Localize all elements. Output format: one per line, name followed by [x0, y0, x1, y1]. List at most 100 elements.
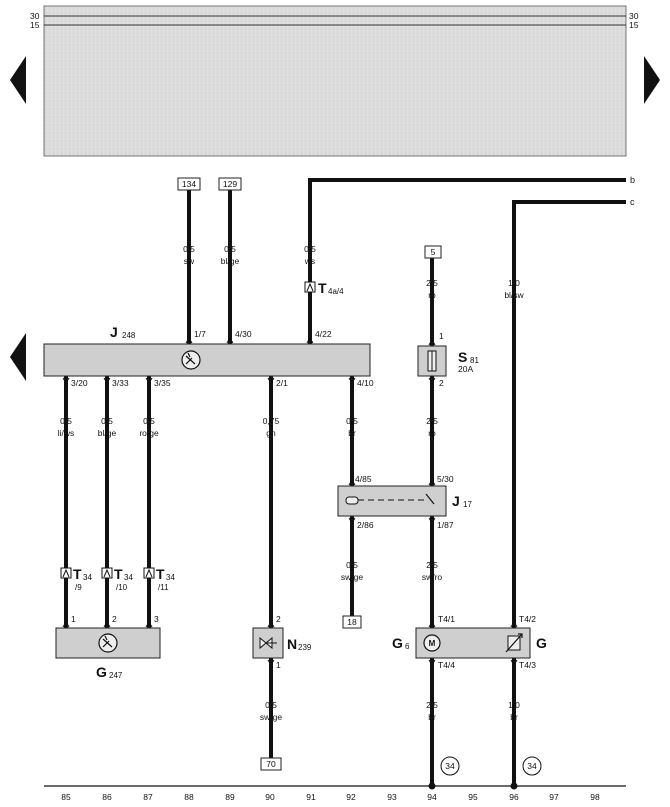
- svg-text:0,5: 0,5: [346, 416, 358, 426]
- ground-reference-34-b[interactable]: [522, 756, 542, 776]
- supply-label-15-left: 15: [30, 20, 40, 30]
- t34-9-letter: T: [73, 566, 82, 582]
- motor-icon-letter: M: [429, 639, 436, 648]
- output-label-c: c: [630, 197, 635, 207]
- svg-text:sw/ro: sw/ro: [422, 572, 443, 582]
- supply-panel: [43, 5, 627, 157]
- j17-pin-2-86: 2/86: [357, 520, 374, 530]
- reference-box-70[interactable]: [260, 757, 282, 771]
- wire-c: [512, 200, 626, 786]
- g6-pin-t4-1: T4/1: [438, 614, 455, 624]
- t34-10-num: 34: [124, 573, 133, 582]
- j17-number: 17: [463, 500, 472, 509]
- svg-text:2,5: 2,5: [426, 700, 438, 710]
- ground-reference-label: 34: [445, 761, 455, 771]
- pin-arrow-icon: [185, 337, 314, 344]
- ground-reference-34[interactable]: [440, 756, 460, 776]
- t34-11-letter: T: [156, 566, 165, 582]
- svg-text:0,5: 0,5: [265, 700, 277, 710]
- svg-text:bl/ge: bl/ge: [221, 256, 240, 266]
- wire-label: 0,5 ro/ge: [139, 416, 159, 438]
- j248-pin-2-1: 2/1: [276, 378, 288, 388]
- reference-label-5: 5: [431, 247, 436, 257]
- reference-label-70: 70: [266, 759, 276, 769]
- column-number: 91: [306, 792, 316, 802]
- j17-pin-5-30: 5/30: [437, 474, 454, 484]
- valve-n239[interactable]: [252, 627, 284, 659]
- ground-reference-label-b: 34: [527, 761, 537, 771]
- reference-box-129[interactable]: [218, 177, 242, 191]
- column-number: 96: [509, 792, 519, 802]
- svg-text:0,5: 0,5: [143, 416, 155, 426]
- g247-number: 247: [109, 671, 123, 680]
- s81-letter: S: [458, 349, 467, 365]
- wire-label: 0,5 br: [346, 416, 358, 438]
- wire-label: 0,5 sw/ge: [341, 560, 363, 582]
- column-number: 97: [549, 792, 559, 802]
- g6-pin-t4-4: T4/4: [438, 660, 455, 670]
- column-number: 94: [427, 792, 437, 802]
- wire-label: 0,5 sw/ge: [260, 700, 282, 722]
- svg-text:ws: ws: [304, 256, 315, 266]
- svg-text:ro: ro: [428, 428, 436, 438]
- svg-text:2,5: 2,5: [426, 278, 438, 288]
- previous-page-arrow-icon[interactable]: [10, 56, 26, 104]
- svg-text:0,5: 0,5: [224, 244, 236, 254]
- reference-label-129: 129: [223, 179, 237, 189]
- column-number: 88: [184, 792, 194, 802]
- g-pin-t4-2: T4/2: [519, 614, 536, 624]
- wire-label: 2,5 ro: [426, 278, 438, 300]
- supply-label-15-right: 15: [629, 20, 639, 30]
- supply-label-30-right: 30: [629, 11, 639, 21]
- t34-9-pin: /9: [75, 583, 82, 592]
- svg-text:sw/ge: sw/ge: [260, 712, 282, 722]
- g6-letter: G: [392, 635, 403, 651]
- wire-label: 0,5 li/ws: [58, 416, 75, 438]
- wire-label: 2,5 sw/ro: [422, 560, 443, 582]
- level-sender-arrow: [505, 633, 523, 653]
- connector-t4a-4: T 4a/4: [304, 280, 344, 296]
- wire-label: 1,0 br: [508, 700, 520, 722]
- reference-box-134[interactable]: [177, 177, 201, 191]
- column-numbers: 85 86 87 88 89 90 91 92 93 94 95 96 97 9…: [61, 792, 600, 802]
- s81-pin-2: 2: [439, 378, 444, 388]
- sensor-symbol-lines: [102, 635, 113, 648]
- g247-letter: G: [96, 664, 107, 680]
- column-number: 92: [346, 792, 356, 802]
- g247-pin-2: 2: [112, 614, 117, 624]
- svg-text:ro: ro: [428, 290, 436, 300]
- wire-b: [308, 178, 626, 344]
- next-page-arrow-icon[interactable]: [644, 56, 660, 104]
- svg-text:2,5: 2,5: [426, 416, 438, 426]
- n239-number: 239: [298, 643, 312, 652]
- n239-letter: N: [287, 636, 297, 652]
- control-unit-symbol-lines: [185, 352, 196, 365]
- svg-text:br: br: [428, 712, 436, 722]
- output-label-b: b: [630, 175, 635, 185]
- wire-label: 2,5 br: [426, 700, 438, 722]
- reference-box-5[interactable]: [424, 245, 442, 259]
- column-number: 90: [265, 792, 275, 802]
- connector-t34-10: T 34 /10: [101, 566, 133, 592]
- g6-number: 6: [405, 642, 410, 651]
- svg-text:0,75: 0,75: [263, 416, 280, 426]
- svg-text:1,0: 1,0: [508, 700, 520, 710]
- wire-label: 0,5 bl/ge: [98, 416, 117, 438]
- supply-label-30-left: 30: [30, 11, 40, 21]
- control-unit-j248[interactable]: [43, 343, 371, 377]
- column-number: 86: [102, 792, 112, 802]
- s81-number: 81: [470, 356, 479, 365]
- svg-text:sw/ge: sw/ge: [341, 572, 363, 582]
- svg-text:sw: sw: [184, 256, 195, 266]
- column-number: 87: [143, 792, 153, 802]
- column-number: 89: [225, 792, 235, 802]
- svg-text:li/ws: li/ws: [58, 428, 75, 438]
- reference-box-18[interactable]: [342, 615, 362, 629]
- svg-text:0,5: 0,5: [304, 244, 316, 254]
- reference-label-18: 18: [347, 617, 357, 627]
- column-number: 95: [468, 792, 478, 802]
- wire-label: 0,5 bl/ge: [221, 244, 240, 266]
- previous-page-arrow-icon-2[interactable]: [10, 333, 26, 381]
- j248-number: 248: [122, 331, 136, 340]
- j248-pin-3-35: 3/35: [154, 378, 171, 388]
